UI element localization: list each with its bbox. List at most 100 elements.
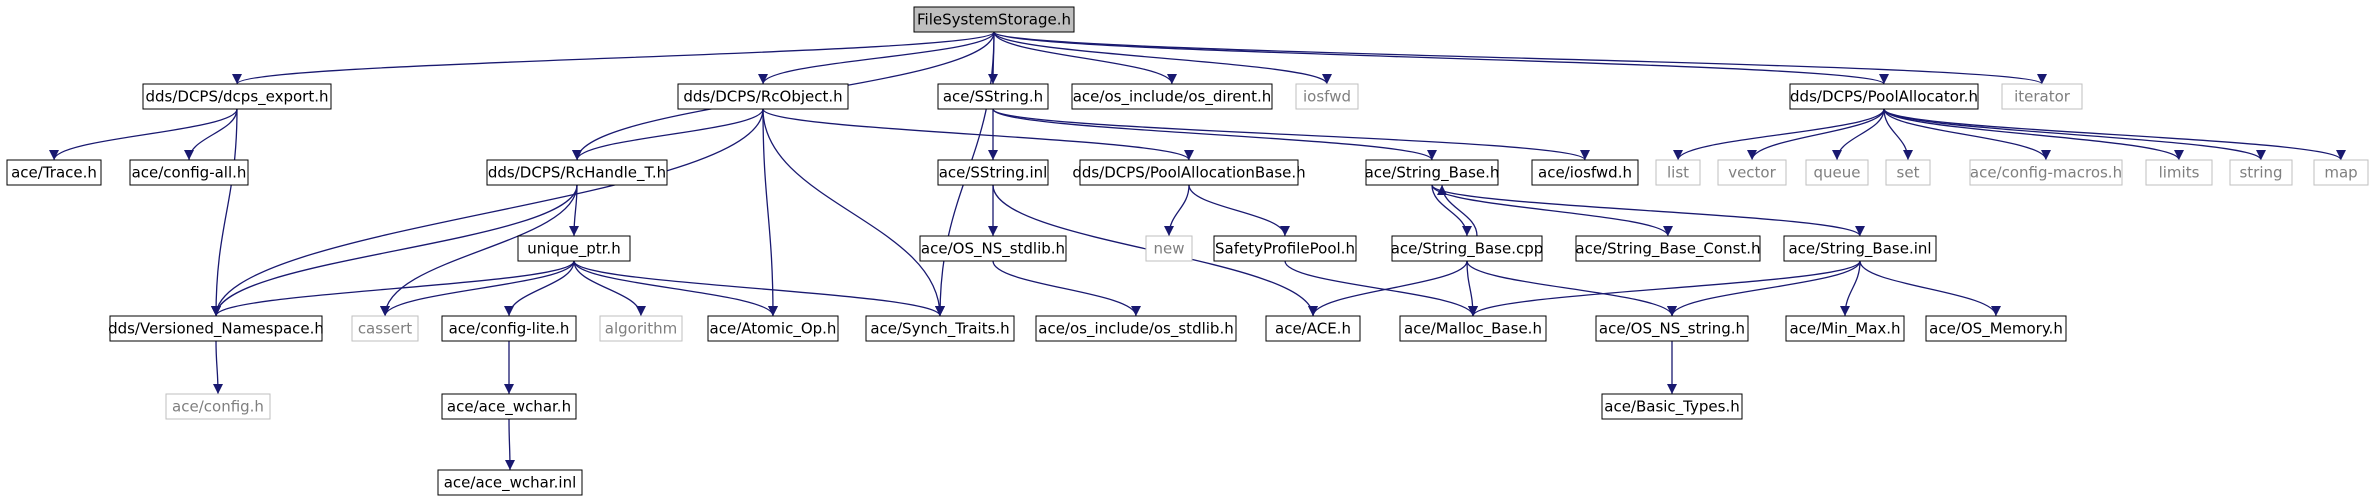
node-sstring-h[interactable]: ace/SString.h: [937, 83, 1049, 110]
node-label: ace/SString.inl: [939, 164, 1048, 182]
node-cassert[interactable]: cassert: [351, 315, 419, 342]
node-unique-ptr[interactable]: unique_ptr.h: [517, 235, 631, 262]
node-box: [937, 159, 1049, 186]
node-label: ace/Atomic_Op.h: [710, 320, 837, 339]
node-config-macros[interactable]: ace/config-macros.h: [1969, 159, 2123, 186]
node-config-h[interactable]: ace/config.h: [165, 393, 271, 420]
node-box: [1213, 235, 1357, 262]
node-vector[interactable]: vector: [1717, 159, 1787, 186]
edge-safety_pool-to-malloc_base: [1284, 260, 1478, 317]
node-queue[interactable]: queue: [1805, 159, 1869, 186]
node-label: new: [1153, 240, 1184, 258]
node-label: ace/ace_wchar.inl: [444, 474, 577, 493]
node-algorithm[interactable]: algorithm: [599, 315, 683, 342]
node-layer: FileSystemStorage.h dds/DCPS/dcps_export.…: [6, 6, 2369, 496]
node-box: [441, 315, 577, 342]
node-label: ace/ACE.h: [1275, 320, 1351, 338]
node-box: [2229, 159, 2293, 186]
node-trace[interactable]: ace/Trace.h: [6, 159, 102, 186]
node-atomic-op[interactable]: ace/Atomic_Op.h: [707, 315, 839, 342]
node-list[interactable]: list: [1655, 159, 1701, 186]
node-dcps-export[interactable]: dds/DCPS/dcps_export.h: [142, 83, 332, 110]
edge-poolalloc-to-string_std: [1883, 108, 2266, 161]
edge-layer: [49, 31, 2346, 471]
node-label: ace/os_include/os_stdlib.h: [1038, 320, 1233, 339]
edge-poolallocbase-to-safety_pool: [1188, 184, 1290, 237]
edge-versioned_ns-to-config_h: [212, 340, 223, 395]
node-versioned-ns[interactable]: dds/Versioned_Namespace.h: [108, 315, 324, 342]
node-min-max[interactable]: ace/Min_Max.h: [1785, 315, 1905, 342]
node-iosfwd-std[interactable]: iosfwd: [1295, 83, 1359, 110]
node-set[interactable]: set: [1885, 159, 1931, 186]
node-box: [1531, 159, 1639, 186]
node-label: ace/OS_Memory.h: [1929, 320, 2063, 339]
edge-string_base_h-to-string_base_cpp: [1431, 184, 1472, 237]
node-box: [937, 83, 1049, 110]
node-box: [1655, 159, 1701, 186]
node-box: [1925, 315, 2067, 342]
node-label: ace/String_Base.inl: [1788, 240, 1931, 259]
node-rcobject[interactable]: dds/DCPS/RcObject.h: [677, 83, 849, 110]
node-root[interactable]: FileSystemStorage.h: [913, 6, 1075, 33]
node-label: ace/OS_NS_string.h: [1599, 320, 1745, 339]
node-string-base-inl[interactable]: ace/String_Base.inl: [1783, 235, 1937, 262]
node-label: iosfwd: [1303, 88, 1351, 106]
node-iterator[interactable]: iterator: [2001, 83, 2083, 110]
node-string-base-h[interactable]: ace/String_Base.h: [1365, 159, 1500, 186]
node-safety-pool[interactable]: SafetyProfilePool.h: [1213, 235, 1357, 262]
node-box: [441, 393, 577, 420]
node-ace-wchar-h[interactable]: ace/ace_wchar.h: [441, 393, 577, 420]
node-synch-traits[interactable]: ace/Synch_Traits.h: [865, 315, 1015, 342]
node-box: [437, 469, 583, 496]
node-label: ace/SString.h: [943, 88, 1043, 106]
node-box: [599, 315, 683, 342]
node-label: ace/Min_Max.h: [1789, 320, 1900, 339]
node-box: [677, 83, 849, 110]
node-box: [919, 235, 1067, 262]
node-map[interactable]: map: [2313, 159, 2369, 186]
node-os-ns-string[interactable]: ace/OS_NS_string.h: [1595, 315, 1749, 342]
node-new-std[interactable]: new: [1145, 235, 1193, 262]
node-label: list: [1667, 164, 1689, 182]
node-poolalloc[interactable]: dds/DCPS/PoolAllocator.h: [1789, 83, 1979, 110]
node-box: [1969, 159, 2123, 186]
node-box: [351, 315, 419, 342]
node-box: [1035, 315, 1237, 342]
node-string-std[interactable]: string: [2229, 159, 2293, 186]
edge-poolalloc-to-limits: [1883, 108, 2184, 161]
node-rchandle[interactable]: dds/DCPS/RcHandle_T.h: [486, 159, 668, 186]
node-os-ns-stdlib[interactable]: ace/OS_NS_stdlib.h: [919, 235, 1067, 262]
node-label: FileSystemStorage.h: [917, 11, 1071, 29]
node-box: [1265, 315, 1361, 342]
edge-poolalloc-to-config_macros: [1883, 108, 2051, 161]
node-poolallocbase[interactable]: dds/DCPS/PoolAllocationBase.h: [1072, 159, 1306, 186]
node-label: ace/OS_NS_stdlib.h: [921, 240, 1065, 259]
edge-string_base_cpp-to-malloc_base: [1466, 260, 1478, 317]
node-config-lite[interactable]: ace/config-lite.h: [441, 315, 577, 342]
node-sstring-inl[interactable]: ace/SString.inl: [937, 159, 1049, 186]
node-label: map: [2324, 164, 2357, 182]
node-limits[interactable]: limits: [2145, 159, 2213, 186]
edge-rcobject-to-rchandle: [572, 108, 764, 161]
node-box: [865, 315, 1015, 342]
node-ace-wchar-inl[interactable]: ace/ace_wchar.inl: [437, 469, 583, 496]
edge-sstring_h-to-ace_iosfwd: [992, 108, 1590, 161]
node-malloc-base[interactable]: ace/Malloc_Base.h: [1399, 315, 1547, 342]
node-string-base-cpp[interactable]: ace/String_Base.cpp: [1391, 235, 1544, 262]
node-os-memory[interactable]: ace/OS_Memory.h: [1925, 315, 2067, 342]
edge-unique_ptr-to-versioned_ns: [211, 260, 575, 317]
edge-dcps_export-to-config_all: [184, 108, 238, 161]
node-label: iterator: [2014, 88, 2071, 106]
edge-unique_ptr-to-atomic_op: [573, 260, 778, 317]
node-basic-types[interactable]: ace/Basic_Types.h: [1601, 393, 1743, 420]
node-config-all[interactable]: ace/config-all.h: [129, 159, 249, 186]
node-string-base-const[interactable]: ace/String_Base_Const.h: [1575, 235, 1761, 262]
edge-rcobject-to-atomic_op: [762, 108, 778, 317]
node-label: dds/DCPS/dcps_export.h: [145, 88, 328, 107]
node-os-stdlib[interactable]: ace/os_include/os_stdlib.h: [1035, 315, 1237, 342]
node-ace-iosfwd[interactable]: ace/iosfwd.h: [1531, 159, 1639, 186]
node-ace-h[interactable]: ace/ACE.h: [1265, 315, 1361, 342]
node-os-dirent[interactable]: ace/os_include/os_dirent.h: [1071, 83, 1273, 110]
node-box: [129, 159, 249, 186]
